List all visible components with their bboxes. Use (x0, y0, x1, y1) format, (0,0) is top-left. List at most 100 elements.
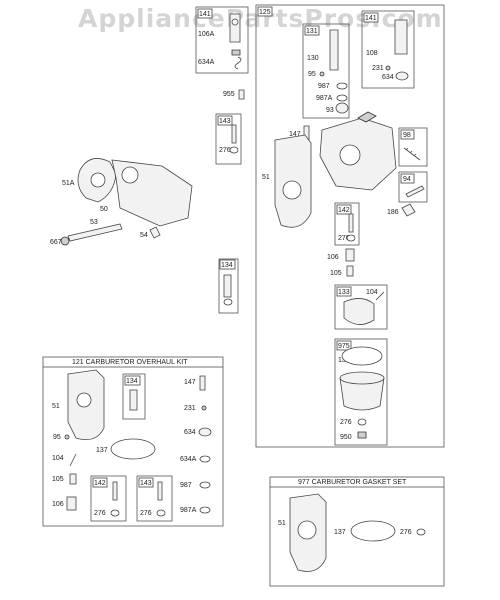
screw-955 (238, 89, 245, 100)
callout-105-main: 105 (330, 270, 342, 277)
kit-callout-142: 142 (94, 480, 106, 487)
nut-667 (60, 236, 70, 246)
kit-oring-276-b (156, 509, 166, 517)
callout-tag-134-main (219, 259, 236, 270)
callout-108: 108 (366, 50, 378, 57)
callout-987-top: 987 (318, 83, 330, 90)
callout-634-top: 634 (382, 74, 394, 81)
callout-142-main: 142 (338, 207, 350, 214)
callout-143-main: 143 (219, 118, 231, 125)
oring-276-143 (229, 146, 239, 154)
callout-276-main-975: 276 (340, 419, 352, 426)
part-box-131 (302, 23, 350, 119)
float-valve-clip (231, 49, 241, 56)
part-box-141-right (361, 10, 415, 89)
kit-screw-142 (112, 481, 118, 501)
gasket-set-51-hole (297, 520, 317, 540)
throttle-shaft-130 (329, 29, 339, 71)
kit-washer-95 (64, 434, 70, 440)
carburetor-top-boss (357, 111, 377, 123)
callout-186: 186 (387, 209, 399, 216)
kit-callout-137: 137 (96, 447, 108, 454)
part-box-142-main (334, 202, 360, 246)
callout-53: 53 (90, 219, 98, 226)
part-box-94 (398, 171, 428, 203)
callout-95-top: 95 (308, 71, 316, 78)
callout-tag-141-right (363, 12, 379, 23)
callout-tag-131 (304, 25, 320, 36)
callout-131: 131 (306, 28, 318, 35)
float-bowl-975 (339, 377, 385, 411)
callout-147-main: 147 (289, 131, 301, 138)
kit-121-overhaul: 121 CARBURETOR OVERHAUL KIT 51 134 147 2… (42, 356, 224, 527)
callout-125: 125 (259, 9, 271, 16)
kit-callout-tag-143 (138, 477, 154, 488)
oring-276-142 (346, 234, 356, 242)
intake-elbow-port (121, 166, 139, 184)
kit-callout-106: 106 (52, 501, 64, 508)
callout-93: 93 (326, 107, 334, 114)
part-box-125 (255, 4, 445, 448)
part-box-98 (398, 127, 428, 167)
kit-977-box (269, 476, 445, 587)
kit-part-box-143 (136, 475, 173, 522)
kit-oring-276-a (110, 509, 120, 517)
kit-callout-105: 105 (52, 476, 64, 483)
spring-98 (403, 147, 421, 161)
kit-jet-134 (129, 389, 138, 411)
kit-callout-95: 95 (53, 434, 61, 441)
callout-106a: 106A (198, 31, 215, 38)
kit-part-box-142 (90, 475, 127, 522)
callout-276-main-143: 276 (219, 147, 231, 154)
callout-51a: 51A (62, 180, 75, 187)
kit-seal-634a (199, 455, 211, 463)
intake-group: 51A 50 53 667 54 (50, 158, 193, 246)
jet-106 (345, 248, 355, 262)
callout-667: 667 (50, 239, 62, 246)
gasket-callout-137: 137 (334, 529, 346, 536)
callout-141-left: 141 (199, 11, 211, 18)
screw-143 (231, 124, 237, 144)
float-133 (343, 298, 375, 325)
choke-plate-634 (395, 71, 409, 81)
throttle-plate-93 (335, 102, 349, 114)
kit-callout-104: 104 (52, 455, 64, 462)
callout-tag-143-main (217, 115, 233, 126)
callout-950: 950 (340, 434, 352, 441)
callout-tag-975 (336, 340, 352, 351)
kit-gasket-137 (110, 438, 156, 460)
screw-94 (405, 185, 425, 198)
kit-jet-106 (66, 496, 77, 511)
seal-987-top (336, 82, 348, 90)
float-valve-hole (231, 18, 239, 26)
callout-tag-125 (257, 6, 273, 17)
choke-shaft-108 (394, 19, 408, 55)
part-box-143-main (215, 113, 242, 165)
callout-955: 955 (223, 91, 235, 98)
idle-jet-oring (223, 298, 233, 306)
part-group-141-left: 141 106A 634A (195, 6, 249, 74)
oring-276-975 (357, 418, 367, 426)
kit-screw-147 (199, 375, 206, 391)
clip-spring (234, 56, 242, 70)
kit-callout-147: 147 (184, 379, 196, 386)
gasket-set-276 (416, 528, 426, 536)
gasket-callout-276: 276 (400, 529, 412, 536)
callout-51-main: 51 (262, 174, 270, 181)
callout-104-main: 104 (366, 289, 378, 296)
kit-callout-634a: 634A (180, 456, 197, 463)
callout-634a-top: 634A (198, 59, 215, 66)
kit-callout-276-a: 276 (94, 510, 106, 517)
jet-105 (346, 265, 354, 277)
float-bowl-rim (339, 371, 385, 385)
callout-tag-94 (400, 173, 415, 184)
kit-seal-987 (199, 481, 211, 489)
callout-134-main: 134 (221, 262, 233, 269)
kit-part-box-134 (122, 373, 146, 420)
callout-987a-top: 987A (316, 95, 333, 102)
part-box-141-left (195, 6, 249, 74)
callout-133: 133 (338, 289, 350, 296)
kit-jet-105 (69, 473, 77, 485)
part-group-125: 125 131 130 95 987 987A 93 141 108 231 6… (255, 4, 445, 448)
